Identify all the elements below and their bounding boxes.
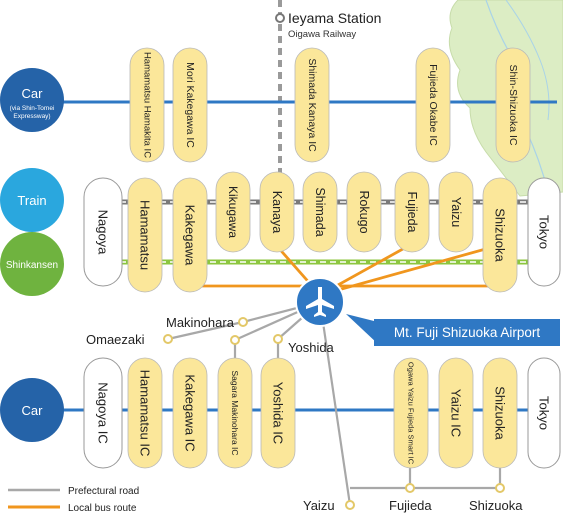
ic-label-mori-kakegawa: Mori Kakegawa IC bbox=[184, 62, 196, 148]
ic-label-sagara-makinohara: Sagara Makinohara IC bbox=[230, 370, 240, 455]
bottom-ic-group: Nagoya IC Hamamatsu IC Kakegawa IC Sagar… bbox=[83, 357, 561, 469]
yaizu-label: Yaizu bbox=[303, 498, 335, 513]
ic-capsule-yaizu[interactable] bbox=[438, 357, 474, 469]
ieyama-station-label: Ieyama Station bbox=[288, 10, 381, 26]
station-capsule-kakegawa[interactable] bbox=[172, 177, 208, 293]
station-capsule-hamamatsu[interactable] bbox=[127, 177, 163, 293]
station-label-rokugo: Rokugo bbox=[357, 190, 371, 233]
airport-callout[interactable] bbox=[374, 319, 560, 346]
shinkansen-circle bbox=[0, 232, 64, 296]
ic-capsule-shimada-kanaya[interactable] bbox=[294, 47, 330, 163]
ieyama-station-dot bbox=[275, 13, 285, 23]
station-label-tokyo: Tokyo bbox=[537, 215, 552, 249]
station-capsule-nagoya[interactable] bbox=[83, 177, 123, 287]
shinkansen-label: Shinkansen bbox=[6, 260, 58, 271]
airplane-icon bbox=[306, 287, 334, 317]
car-bottom-label: Car bbox=[22, 403, 44, 418]
station-label-kakegawa: Kakegawa bbox=[183, 205, 198, 266]
station-capsule-yaizu[interactable] bbox=[438, 171, 474, 253]
ic-capsule-nagoya[interactable] bbox=[83, 357, 123, 469]
station-label-fujieda: Fujieda bbox=[405, 192, 419, 233]
makinohara-label: Makinohara bbox=[166, 315, 235, 330]
car-top-sub1: (via Shin-Tomei bbox=[10, 105, 55, 112]
yaizu-dot bbox=[345, 500, 355, 510]
station-capsule-shimada[interactable] bbox=[302, 171, 338, 253]
station-capsule-kanaya[interactable] bbox=[259, 171, 295, 253]
yoshida-label: Yoshida bbox=[288, 340, 335, 355]
ic-label-fujieda-okabe: Fujieda Okabe IC bbox=[427, 64, 439, 146]
car-top-label: Car bbox=[22, 86, 44, 101]
omaezaki-dot bbox=[163, 334, 173, 344]
car-bottom-circle bbox=[0, 378, 64, 442]
ic-capsule-yoshida[interactable] bbox=[260, 357, 296, 469]
legend-label-prefectural-road: Prefectural road bbox=[68, 486, 139, 497]
ic-label-yaizu: Yaizu IC bbox=[449, 389, 464, 437]
ic-capsule-tokyo[interactable] bbox=[527, 357, 561, 469]
ic-label-shimada-kanaya: Shimada Kanaya IC bbox=[306, 58, 318, 152]
ic-capsule-shizuoka[interactable] bbox=[482, 357, 518, 469]
ic-capsule-hamamatsu[interactable] bbox=[127, 357, 163, 469]
ic-capsule-sagara-makinohara[interactable] bbox=[217, 357, 253, 469]
ic-label-nagoya: Nagoya IC bbox=[96, 382, 111, 443]
train-circle bbox=[0, 168, 64, 232]
station-label-shizuoka: Shizuoka bbox=[493, 208, 508, 262]
station-label-kikugawa: Kikugawa bbox=[226, 186, 240, 238]
car-top-sub2: Expressway) bbox=[13, 113, 50, 120]
train-label: Train bbox=[17, 193, 46, 208]
station-label-kanaya: Kanaya bbox=[270, 191, 284, 233]
ic-capsule-hamamatsu-hamakita[interactable] bbox=[129, 47, 165, 163]
fujieda-label: Fujieda bbox=[389, 498, 432, 513]
station-capsule-rokugo[interactable] bbox=[346, 171, 382, 253]
legend: Prefectural road Local bus route bbox=[8, 486, 139, 514]
station-capsule-kikugawa[interactable] bbox=[215, 171, 251, 253]
fujieda-junction-dot bbox=[405, 483, 415, 493]
station-capsule-fujieda[interactable] bbox=[394, 171, 430, 253]
station-capsule-shizuoka[interactable] bbox=[482, 177, 518, 293]
omaezaki-label: Omaezaki bbox=[86, 332, 145, 347]
ic-label-kakegawa: Kakegawa IC bbox=[183, 374, 198, 451]
ic-label-hamamatsu: Hamamatsu IC bbox=[138, 370, 153, 457]
station-label-shimada: Shimada bbox=[313, 187, 327, 236]
ic-label-shin-shizuoka: Shin-Shizuoka IC bbox=[507, 64, 519, 146]
ic-capsule-ogawa-yaizu-fujieda[interactable] bbox=[393, 357, 429, 469]
yoshida-dot bbox=[273, 334, 283, 344]
expressway-ic-group: Hamamatsu Hamakita IC Mori Kakegawa IC S… bbox=[129, 47, 531, 163]
shizuoka-junction-dot bbox=[495, 483, 505, 493]
ic-label-yoshida: Yoshida IC bbox=[271, 382, 286, 444]
station-label-yaizu: Yaizu bbox=[449, 197, 463, 227]
junction-dot bbox=[230, 335, 240, 345]
local-bus-routes bbox=[198, 243, 501, 297]
ic-capsule-mori-kakegawa[interactable] bbox=[172, 47, 208, 163]
shizuoka-label: Shizuoka bbox=[469, 498, 523, 513]
airport-callout-pointer bbox=[346, 314, 378, 344]
oigawa-railway-label: Oigawa Railway bbox=[288, 29, 356, 40]
ic-capsule-shin-shizuoka[interactable] bbox=[495, 47, 531, 163]
ic-capsule-fujieda-okabe[interactable] bbox=[415, 47, 451, 163]
ic-label-hamamatsu-hamakita: Hamamatsu Hamakita IC bbox=[142, 52, 153, 158]
station-capsule-tokyo[interactable] bbox=[527, 177, 561, 287]
ic-label-shizuoka: Shizuoka bbox=[493, 386, 508, 440]
legend-label-local-bus-route: Local bus route bbox=[68, 503, 137, 514]
ic-label-ogawa-yaizu-fujieda: Ogawa Yaizu Fujieda Smart IC bbox=[407, 362, 416, 465]
airport-name: Mt. Fuji Shizuoka Airport bbox=[394, 325, 541, 340]
ic-capsule-kakegawa[interactable] bbox=[172, 357, 208, 469]
station-label-nagoya: Nagoya bbox=[96, 210, 111, 256]
makinohara-dot bbox=[238, 317, 248, 327]
station-label-hamamatsu: Hamamatsu bbox=[138, 200, 153, 270]
ic-label-tokyo: Tokyo bbox=[537, 396, 552, 430]
train-station-group: Nagoya Hamamatsu Kakegawa Kikugawa Kanay… bbox=[83, 171, 561, 293]
car-top-circle bbox=[0, 68, 64, 132]
